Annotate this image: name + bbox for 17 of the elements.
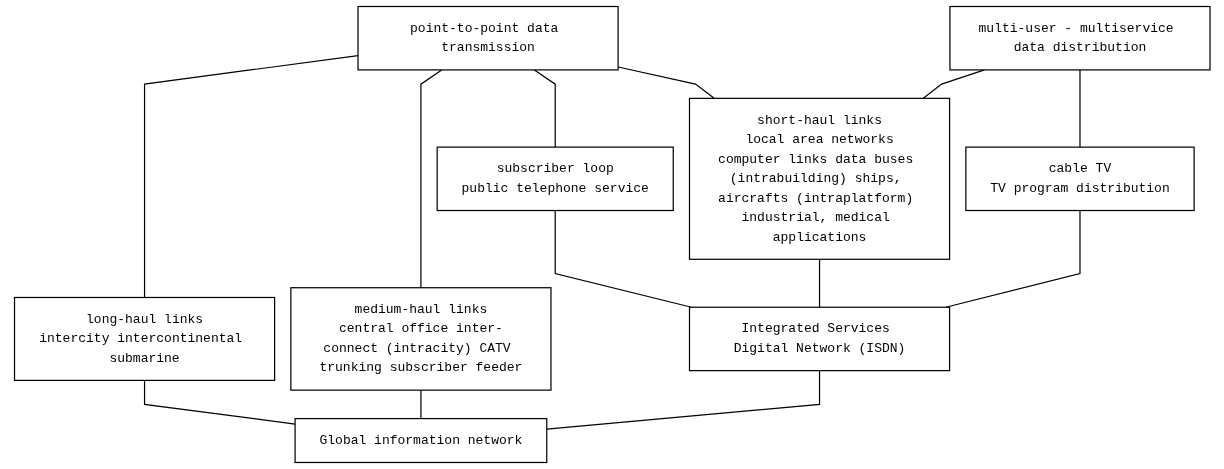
node-box: Global information network (294, 417, 548, 464)
node-box: cable TV TV program distribution (964, 146, 1195, 212)
connector (533, 69, 556, 148)
connector (617, 66, 715, 99)
node-box: subscriber loop public telephone service (436, 146, 674, 212)
connector (554, 209, 692, 308)
node-box: multi-user - multiservice data distribution (949, 5, 1211, 71)
connector (420, 389, 422, 420)
node-box: medium-haul links central office inter-connect (intracity) CATV trunking subscriber feeder (289, 287, 552, 391)
connector (818, 258, 820, 308)
node-box: short-haul links local area networks computer links data buses (intrabuilding) ships, aircrafts (intraplatform) industrial, medical applications (688, 97, 950, 260)
node-box: long-haul links intercity intercontinental submarine (13, 296, 275, 381)
node-box: point-to-point data transmission (357, 5, 619, 71)
connector (420, 69, 443, 289)
node-box: Integrated Services Digital Network (ISDN) (688, 306, 950, 372)
connector (922, 69, 985, 99)
connector (1079, 69, 1081, 148)
